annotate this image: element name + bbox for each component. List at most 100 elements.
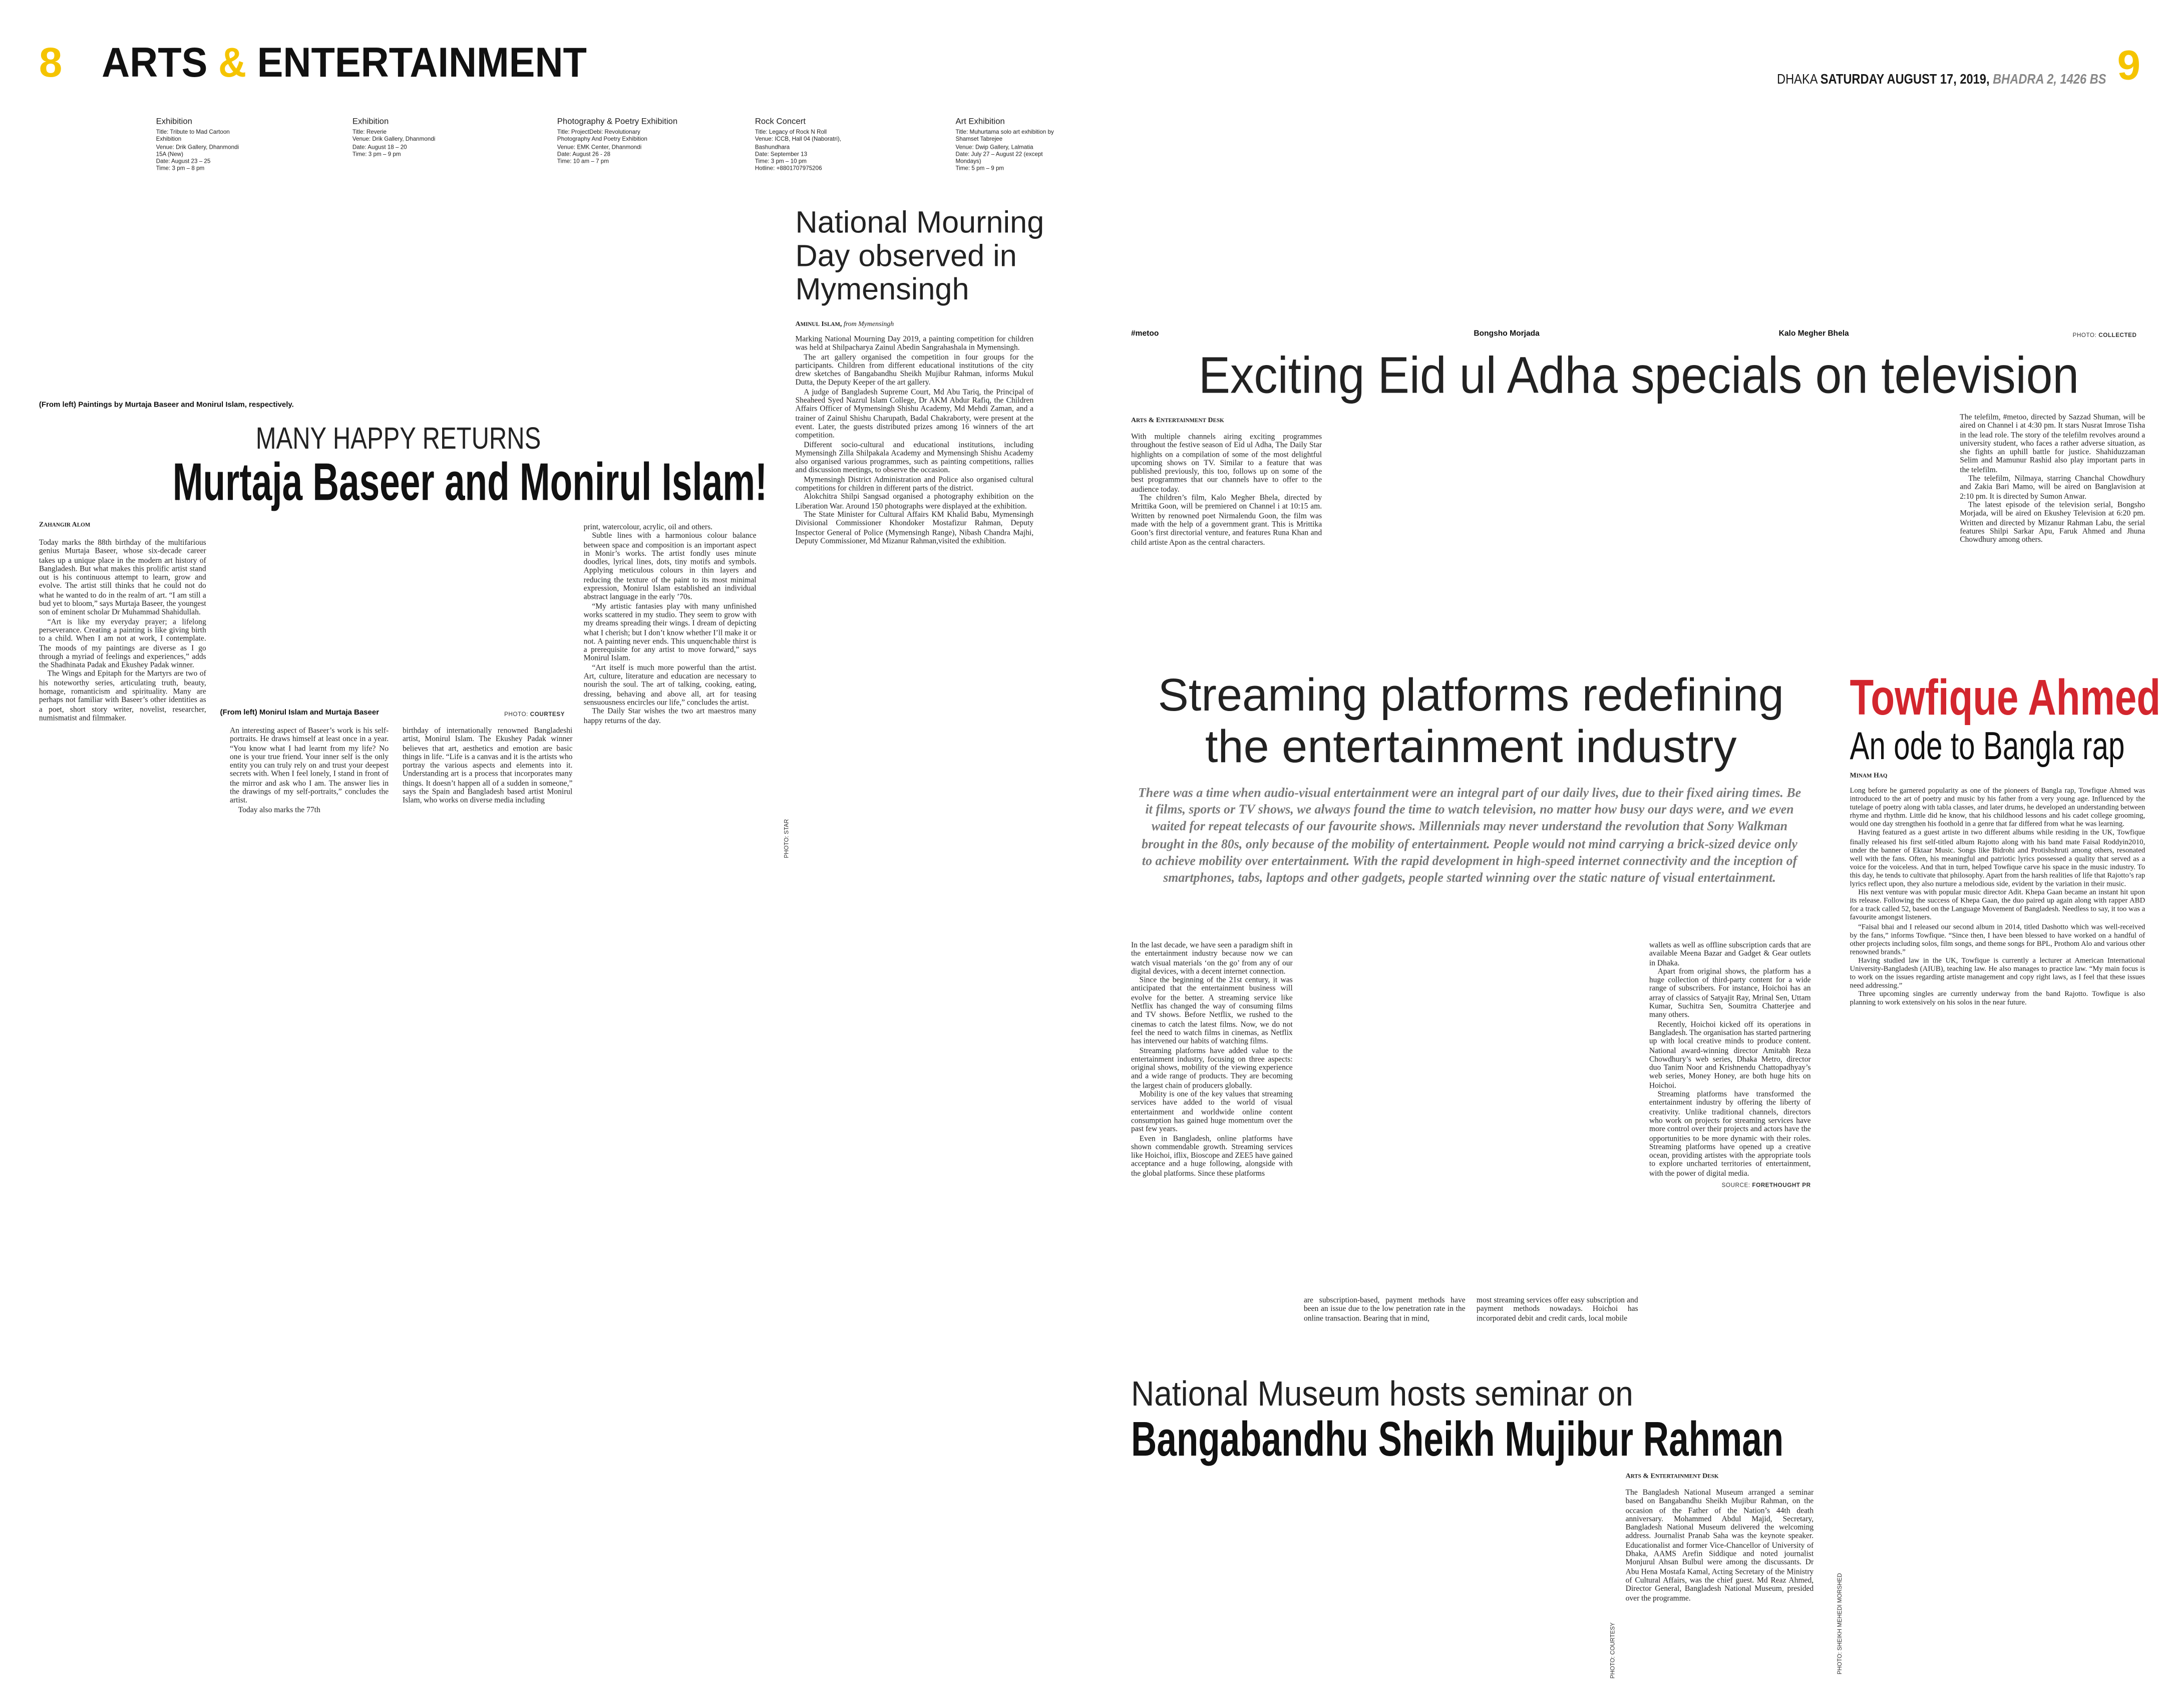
paragraph: “My artistic fantasies play with many un… — [583, 602, 757, 664]
article-body: The Bangladesh National Museum arranged … — [1626, 1489, 1814, 1603]
event-detail: Date: July 27 – August 22 (except — [955, 150, 1043, 158]
event-detail: Time: 10 am – 7 pm — [557, 157, 609, 165]
paragraph: Streaming platforms have transformed the… — [1649, 1091, 1811, 1178]
paragraph: Recently, Hoichoi kicked off its operati… — [1649, 1020, 1811, 1091]
article-headline: National Mourning Day observed in Mymens… — [795, 204, 1044, 306]
article-body: Marking National Mourning Day 2019, a pa… — [796, 335, 1034, 546]
byline: Arts & Entertainment Desk — [1131, 418, 1224, 425]
standfirst: There was a time when audio-visual enter… — [1138, 787, 1801, 886]
source-credit: SOURCE: FORETHOUGHT PR — [1649, 1181, 1811, 1188]
event-detail: Venue: Drik Gallery, Dhanmondi — [156, 143, 239, 150]
paragraph: Having studied law in the UK, Towfique i… — [1850, 956, 2145, 991]
paragraph: Mobility is one of the key values that s… — [1131, 1091, 1293, 1135]
paragraph: print, watercolour, acrylic, oil and oth… — [583, 524, 713, 532]
event-detail: Time: 3 pm – 10 pm — [755, 157, 807, 165]
photo-credit: PHOTO: COURTESY — [504, 711, 565, 718]
inset-caption: (From left) Monirul Islam and Murtaja Ba… — [220, 709, 380, 718]
article-body: Long before he garnered popularity as on… — [1850, 787, 2145, 1008]
article-column-wrap: wallets as well as offline subscription … — [1649, 942, 1811, 1188]
photo-label: #metoo — [1131, 330, 1159, 339]
page-number-left: 8 — [39, 40, 63, 87]
event-detail: Exhibition — [156, 135, 182, 143]
event-detail: Mondays) — [955, 157, 981, 165]
paragraph: Apart from original shows, the platform … — [1649, 968, 1811, 1020]
byline-place: from Mymensingh — [843, 321, 894, 329]
paragraph: Alokchitra Shilpi Sangsad organised a ph… — [795, 493, 1034, 511]
headline-text: Murtaja Baseer and Monirul Islam! — [172, 454, 768, 513]
photo-credit-vertical: PHOTO: SHEIKH MEHEDI MORSHED — [1836, 1573, 1843, 1674]
paragraph: The telefilm, #metoo, directed by Sazzad… — [1960, 414, 2145, 475]
paragraph: Long before he garnered popularity as on… — [1850, 787, 2145, 830]
event-detail: Time: 3 pm – 8 pm — [156, 165, 205, 172]
paragraph: Even in Bangladesh, online platforms hav… — [1131, 1135, 1293, 1178]
paragraph: Having featured as a guest artiste in tw… — [1850, 829, 2145, 889]
paragraph: The Daily Star wishes the two art maestr… — [583, 708, 757, 726]
credit-label: PHOTO: — [2072, 331, 2097, 339]
paragraph: In the last decade, we have seen a parad… — [1131, 941, 1293, 976]
article-column: In the last decade, we have seen a parad… — [1131, 942, 1293, 1179]
article-column: print, watercolour, acrylic, oil and oth… — [584, 524, 757, 726]
event-type: Exhibition — [352, 118, 389, 127]
event-detail: Venue: EMK Center, Dhanmondi — [557, 143, 642, 150]
byline: Minam Haq — [1850, 773, 1888, 780]
paragraph: “Art is like my everyday prayer; a lifel… — [39, 618, 206, 670]
paragraph: Marking National Mourning Day 2019, a pa… — [795, 335, 1034, 353]
event-detail: Bashundhara — [755, 143, 790, 150]
event-detail: 15A (New) — [156, 150, 184, 158]
article-column: are subscription-based, payment methods … — [1304, 1297, 1466, 1323]
credit-label: PHOTO: — [504, 710, 528, 718]
event-detail: Hotline: +8801707975206 — [755, 165, 822, 172]
paragraph: The latest episode of the television ser… — [1960, 501, 2145, 545]
paragraph: Mymensingh District Administration and P… — [795, 476, 1034, 493]
paragraph: “Faisal bhai and I released our second a… — [1850, 923, 2145, 957]
kicker-text: MANY HAPPY RETURNS — [255, 421, 541, 456]
event-detail: Title: Reverie — [352, 128, 387, 135]
byline: Zahangir Alom — [39, 522, 91, 530]
subhead-text: An ode to Bangla rap — [1850, 724, 2125, 768]
article-column: With multiple channels airing exciting p… — [1131, 433, 1322, 547]
section-title-arts: ARTS — [102, 40, 208, 87]
event-detail: Photography And Poetry Exhibition — [557, 135, 647, 143]
paragraph: His next venture was with popular music … — [1850, 889, 2145, 923]
event-detail: Date: August 18 – 20 — [352, 143, 407, 150]
photo-caption: (From left) Paintings by Murtaja Baseer … — [39, 401, 294, 410]
paragraph: Different socio-cultural and educational… — [795, 441, 1034, 476]
article-headline: Bangabandhu Sheikh Mujibur Rahman — [1131, 1416, 2025, 1464]
photo-credit-vertical: PHOTO: COURTESY — [1609, 1622, 1616, 1679]
article-headline: Streaming platforms redefining the enter… — [1131, 668, 1811, 772]
event-type: Exhibition — [156, 118, 192, 127]
byline-name: Aminul Islam, — [795, 321, 842, 329]
paragraph: A judge of Bangladesh Supreme Court, Md … — [795, 388, 1034, 441]
byline: Aminul Islam, from Mymensingh — [796, 320, 894, 329]
profile-name: Towfique Ahmed — [1850, 672, 2173, 723]
article-column: wallets as well as offline subscription … — [1649, 942, 1811, 1179]
photo-credit-vertical: PHOTO: STAR — [783, 819, 790, 858]
event-detail: Title: ProjectDebi: Revolutionary — [557, 128, 640, 135]
event-detail: Shamset Tabrejee — [955, 135, 1003, 143]
paragraph: “Art itself is much more powerful than t… — [583, 664, 757, 708]
paragraph: The art gallery organised the competitio… — [795, 353, 1034, 388]
event-detail: Date: September 13 — [755, 150, 808, 158]
paragraph: The Wings and Epitaph for the Martyrs ar… — [39, 670, 206, 723]
paragraph: The Bangladesh National Museum arranged … — [1625, 1489, 1814, 1603]
credit-label: SOURCE: — [1721, 1181, 1750, 1189]
dateline-bangla: BHADRA 2, 1426 BS — [1992, 72, 2106, 88]
paragraph: are subscription-based, payment methods … — [1303, 1297, 1466, 1323]
paragraph: Streaming platforms have added value to … — [1131, 1047, 1293, 1091]
article-column: birthday of internationally renowned Ban… — [403, 727, 572, 806]
dateline-date: SATURDAY AUGUST 17, 2019, — [1820, 72, 1990, 88]
byline: Arts & Entertainment Desk — [1625, 1474, 1719, 1481]
credit-source: FORETHOUGHT PR — [1752, 1181, 1811, 1189]
headline-text: Exciting Eid ul Adha specials on televis… — [1198, 347, 2078, 404]
paragraph: Since the beginning of the 21st century,… — [1131, 976, 1293, 1047]
event-detail: Title: Legacy of Rock N Roll — [755, 128, 827, 135]
credit-source: COLLECTED — [2098, 331, 2137, 339]
paragraph: An interesting aspect of Baseer’s work i… — [230, 727, 389, 806]
headline-line: the entertainment industry — [1205, 720, 1737, 772]
photo-credit: PHOTO: COLLECTED — [2073, 331, 2137, 338]
